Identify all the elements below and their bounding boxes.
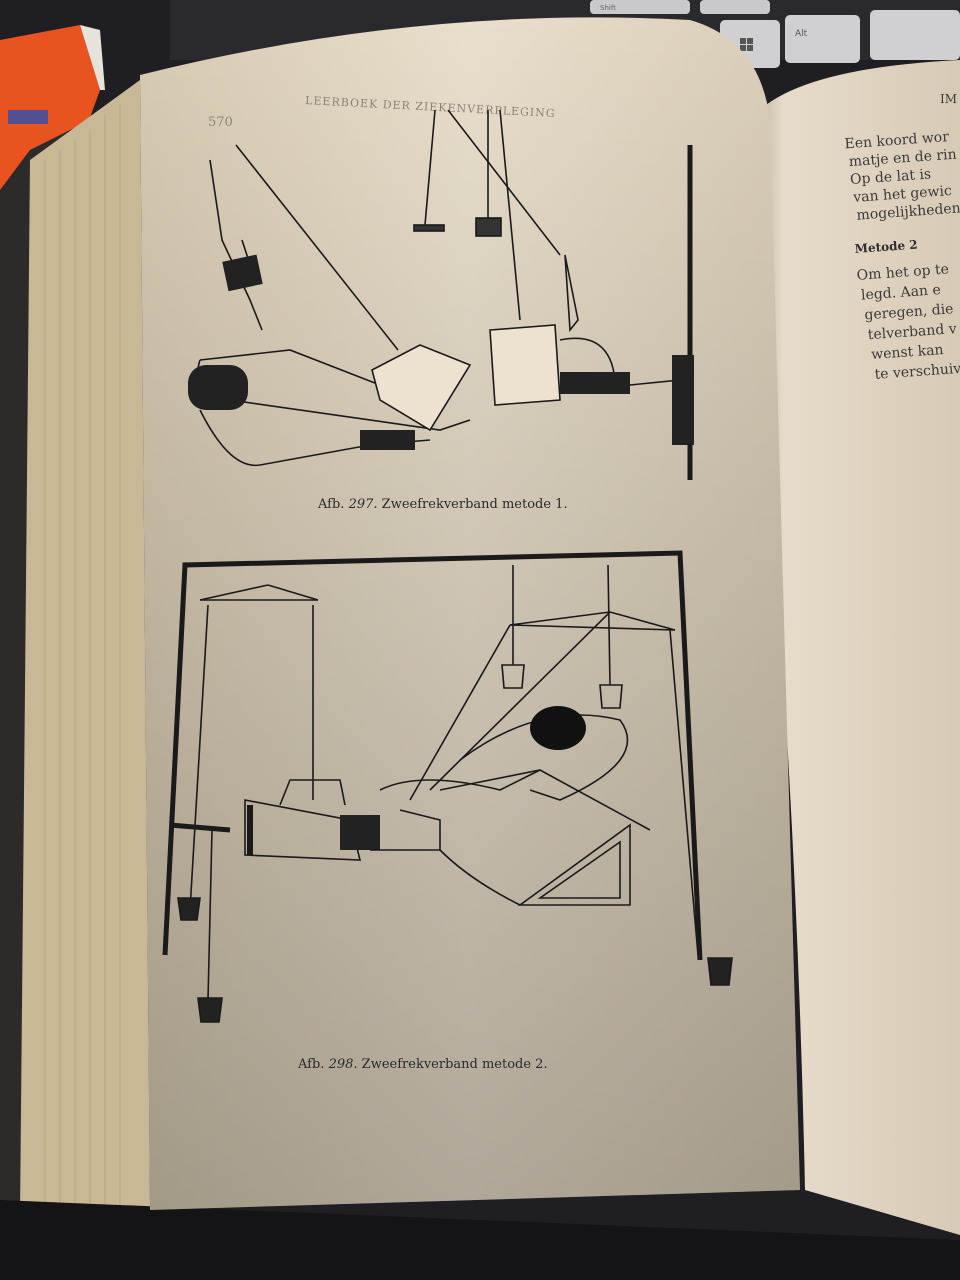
text-line: Een koord wor bbox=[844, 129, 950, 152]
right-running-head: IM bbox=[940, 92, 957, 106]
right-page-paragraph-1: Een koord wor matje en de rin Op de lat … bbox=[844, 129, 960, 224]
windows-logo-icon bbox=[740, 38, 753, 51]
text-line: geregen, die bbox=[864, 301, 954, 323]
text-line: te verschuiv bbox=[874, 361, 960, 383]
text-line: Op de lat is bbox=[850, 166, 932, 188]
figure-297-caption: Afb. 297. Zweefrekverband metode 1. bbox=[317, 497, 568, 512]
alt-key-label: Alt bbox=[795, 29, 808, 39]
page-number: 570 bbox=[208, 115, 233, 130]
right-page-paragraph-2: Om het op te legd. Aan e geregen, die te… bbox=[856, 261, 960, 383]
text-line: van het gewic bbox=[852, 183, 953, 206]
shift-key-label: Shift bbox=[600, 4, 616, 12]
text-line: matje en de rin bbox=[848, 147, 957, 170]
alt-key bbox=[785, 15, 860, 63]
right-page-heading: Metode 2 bbox=[854, 238, 918, 256]
figure-297-illustration bbox=[188, 109, 694, 480]
figure-298-caption: Afb. 298. Zweefrekverband metode 2. bbox=[297, 1057, 548, 1072]
text-line: mogelijkheden bbox=[856, 200, 960, 223]
text-line: legd. Aan e bbox=[861, 282, 942, 304]
page-edges bbox=[20, 80, 150, 1215]
figure-298-illustration bbox=[162, 550, 733, 1023]
text-line: telverband v bbox=[867, 321, 957, 343]
text-line: Om het op te bbox=[856, 261, 949, 283]
text-line: wenst kan bbox=[871, 342, 944, 363]
right-page bbox=[740, 60, 960, 1235]
